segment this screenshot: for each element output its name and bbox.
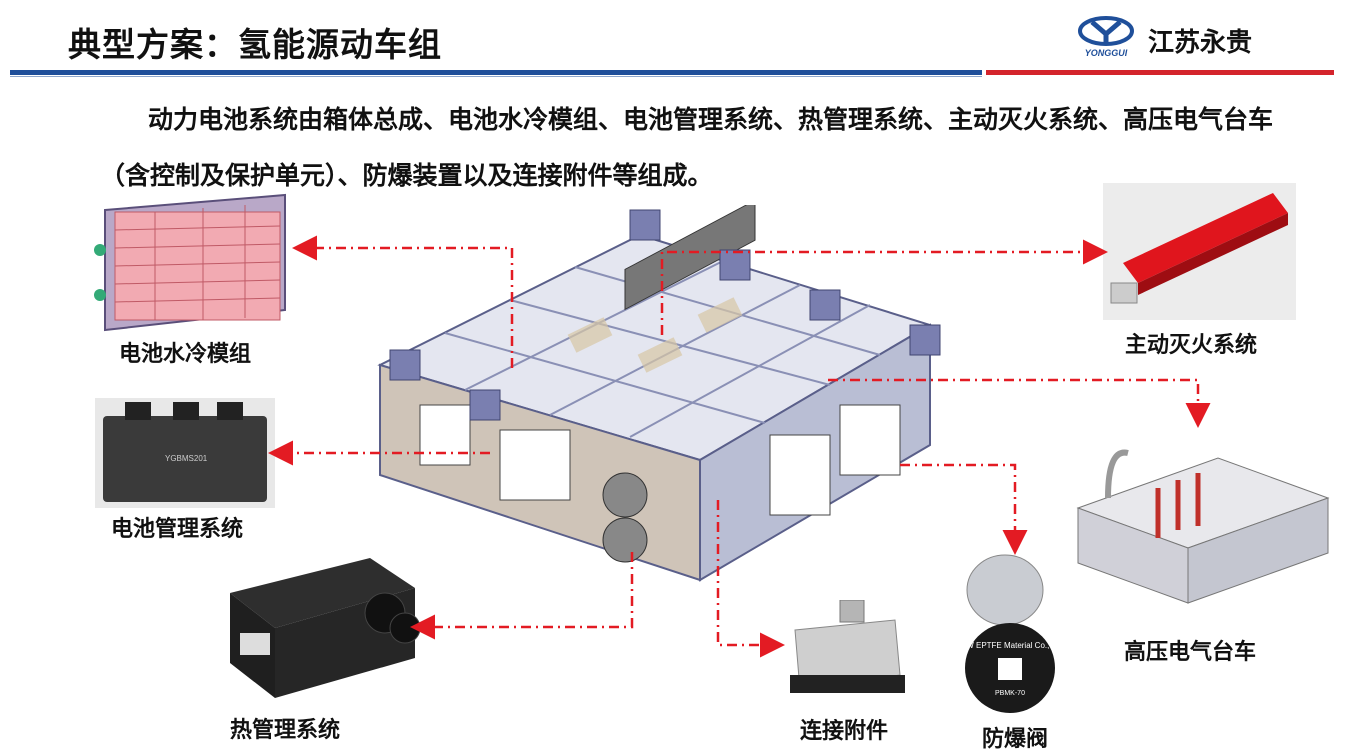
intro-paragraph: 动力电池系统由箱体总成、电池水冷模组、电池管理系统、热管理系统、主动灭火系统、高… bbox=[100, 105, 1274, 190]
header-divider-blue-thin bbox=[10, 76, 982, 77]
fire-system-caption: 主动灭火系统 bbox=[1125, 332, 1258, 358]
fire-system-image bbox=[1103, 183, 1296, 320]
header-divider-red bbox=[986, 70, 1334, 75]
valve-image: PUW EPTFE Material Co., Ltd. PBMK-70 bbox=[960, 550, 1060, 720]
page-title: 典型方案：氢能源动车组 bbox=[68, 25, 442, 64]
valve-code: PBMK-70 bbox=[995, 690, 1025, 697]
arrow-to-thermal bbox=[410, 552, 634, 640]
hv-trolley-image bbox=[1068, 428, 1338, 608]
cooling-module-image bbox=[85, 190, 295, 335]
bms-image: YGBMS201 bbox=[95, 398, 275, 508]
arrow-to-valve bbox=[900, 463, 1028, 555]
brand-name: 江苏永贵 bbox=[1148, 28, 1253, 58]
valve-text: PUW EPTFE Material Co., Ltd. bbox=[960, 641, 1060, 650]
hv-trolley-caption: 高压电气台车 bbox=[1124, 639, 1257, 665]
battery-enclosure-image bbox=[370, 205, 950, 590]
thermal-caption: 热管理系统 bbox=[230, 717, 341, 743]
arrow-to-connector bbox=[716, 500, 785, 658]
header-divider-blue bbox=[10, 70, 982, 75]
bms-caption: 电池管理系统 bbox=[111, 516, 244, 542]
thermal-unit-image bbox=[220, 548, 420, 708]
yonggui-logo: YONGGUI bbox=[1072, 12, 1140, 60]
arrow-to-hv-trolley bbox=[828, 378, 1211, 428]
arrow-to-fire-system bbox=[660, 239, 1108, 335]
connector-caption: 连接附件 bbox=[800, 718, 889, 744]
cooling-module-caption: 电池水冷模组 bbox=[119, 341, 252, 367]
bms-model-label: YGBMS201 bbox=[165, 454, 208, 463]
arrow-to-cooling-module bbox=[292, 235, 514, 368]
connector-image bbox=[780, 600, 910, 705]
valve-caption: 防爆阀 bbox=[982, 726, 1049, 752]
svg-text:YONGGUI: YONGGUI bbox=[1085, 48, 1128, 58]
